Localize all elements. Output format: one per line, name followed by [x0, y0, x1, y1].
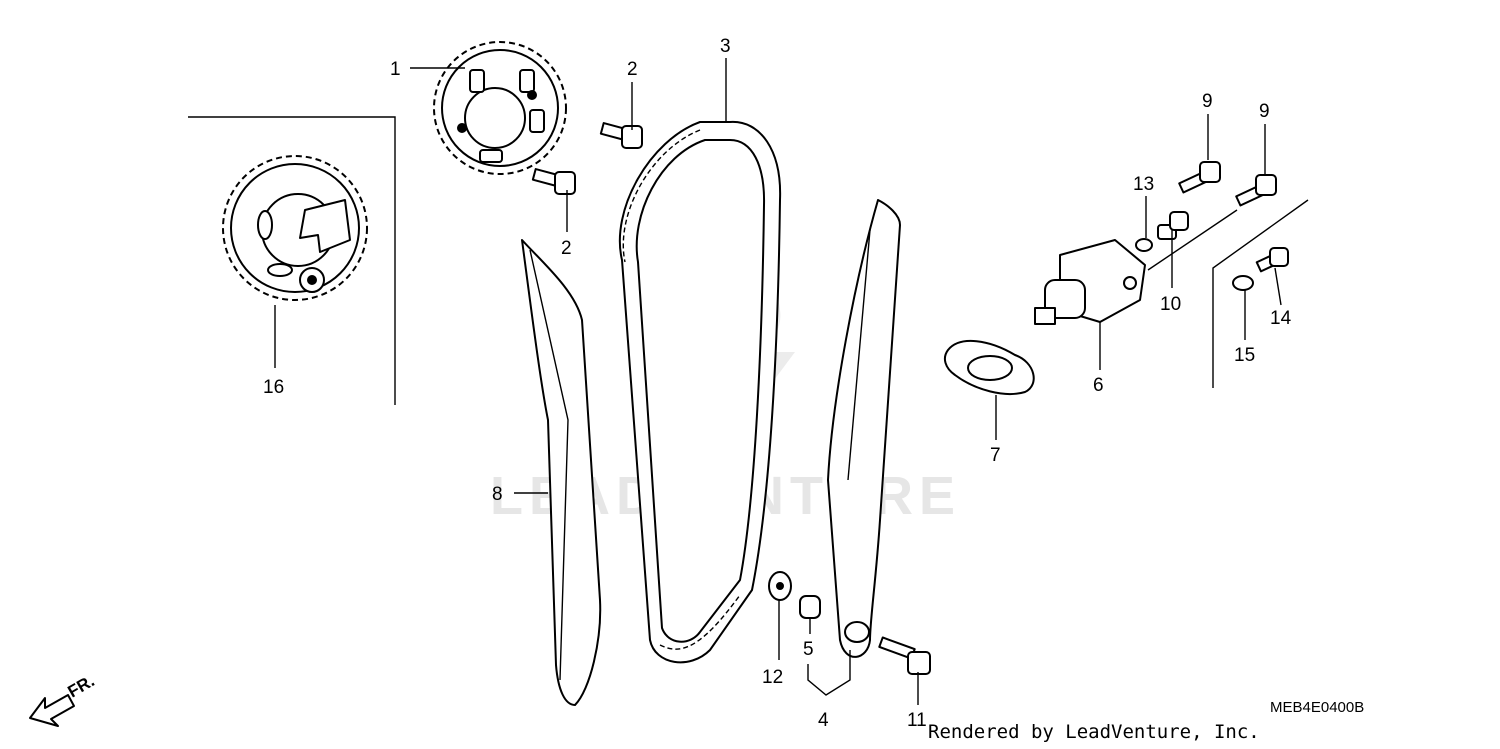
leader-lines: [274, 58, 1282, 705]
bolt-2a-icon: [599, 122, 643, 149]
collar-5-icon: [799, 595, 821, 619]
callout-3: 3: [720, 36, 731, 57]
callout-4: 4: [818, 710, 829, 731]
chain-guide-8-icon: [521, 239, 602, 706]
bolt-14-icon: [1255, 247, 1289, 273]
callout-1: 1: [390, 59, 401, 80]
washer-12-icon: [768, 571, 792, 601]
group-boundary-left: [188, 116, 396, 405]
callout-11: 11: [907, 710, 927, 731]
callout-14: 14: [1270, 308, 1292, 329]
bolt-10-icon: [1157, 211, 1189, 240]
gasket-7-icon: [943, 339, 1035, 396]
credit-text: Rendered by LeadVenture, Inc.: [928, 721, 1260, 743]
group-boundary-right: [1212, 199, 1309, 388]
callout-12: 12: [762, 667, 783, 688]
bolt-9a-icon: [1178, 161, 1221, 194]
callout-6: 6: [1093, 375, 1104, 396]
callout-10: 10: [1160, 294, 1181, 315]
callout-9a: 9: [1202, 91, 1213, 112]
callout-2b: 2: [561, 238, 572, 259]
cam-sprocket-1-icon: [433, 41, 567, 175]
bolt-11-icon: [878, 636, 931, 675]
tensioner-arm-4-icon: [827, 199, 901, 658]
washer-15-icon: [1232, 275, 1254, 291]
sprocket-16-icon: [222, 155, 368, 301]
bolt-2b-icon: [531, 168, 576, 195]
cam-chain-3-icon: [618, 120, 782, 664]
callout-2a: 2: [627, 59, 638, 80]
callout-9b: 9: [1259, 101, 1270, 122]
callout-labels: 1 2 2 3 4 5 6 7 8 9 9 10 11 12 13 14 15 …: [263, 36, 1292, 731]
callout-5: 5: [803, 639, 814, 660]
washer-13-icon: [1135, 238, 1153, 252]
callout-16: 16: [263, 377, 284, 398]
diagram-code: MEB4E0400B: [1270, 699, 1364, 716]
bolt-9b-icon: [1235, 174, 1277, 207]
callout-13: 13: [1133, 174, 1154, 195]
callout-15: 15: [1234, 345, 1255, 366]
front-arrow-icon: [29, 694, 75, 727]
callout-7: 7: [990, 445, 1001, 466]
chain-tensioner-6-icon: [1034, 239, 1146, 325]
front-direction-marker: FR.: [29, 671, 98, 727]
callout-8: 8: [492, 484, 503, 505]
